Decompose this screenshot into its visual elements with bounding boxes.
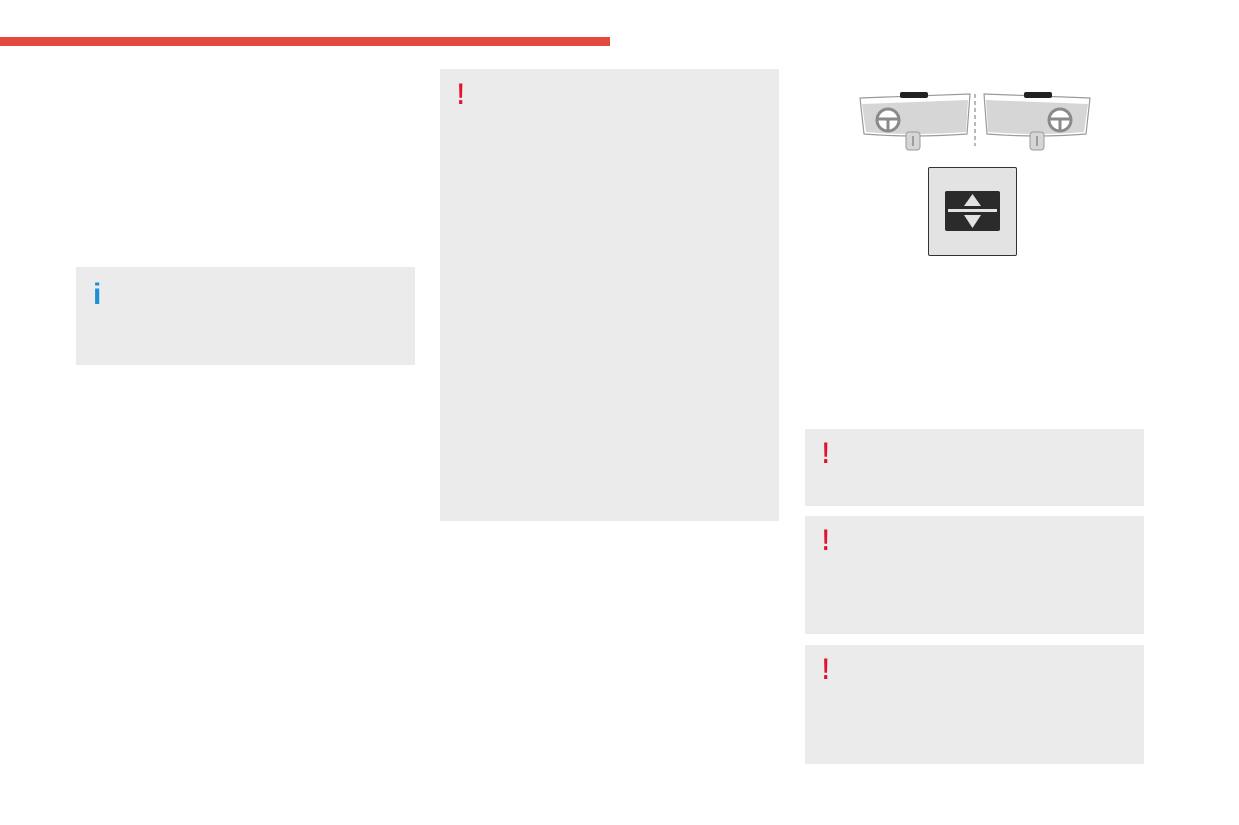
adjust-up-down-icon — [944, 190, 1000, 231]
rearview-mirror-illustration — [859, 92, 1091, 151]
info-box: i — [76, 267, 415, 365]
warning-box-1: ! — [805, 429, 1144, 506]
exclamation-icon: ! — [822, 524, 830, 557]
warning-box-main: ! — [440, 69, 779, 521]
warning-box-2: ! — [805, 516, 1144, 634]
exclamation-icon: ! — [457, 78, 465, 111]
rearview-mirror-left-hand-drive-icon — [859, 92, 971, 151]
header-accent-bar — [0, 37, 610, 46]
rearview-mirror-right-hand-drive-icon — [983, 92, 1091, 151]
warning-box-3: ! — [805, 645, 1144, 764]
info-icon: i — [93, 278, 102, 311]
exclamation-icon: ! — [822, 653, 830, 686]
adjust-control-button — [928, 167, 1017, 256]
exclamation-icon: ! — [822, 437, 830, 470]
